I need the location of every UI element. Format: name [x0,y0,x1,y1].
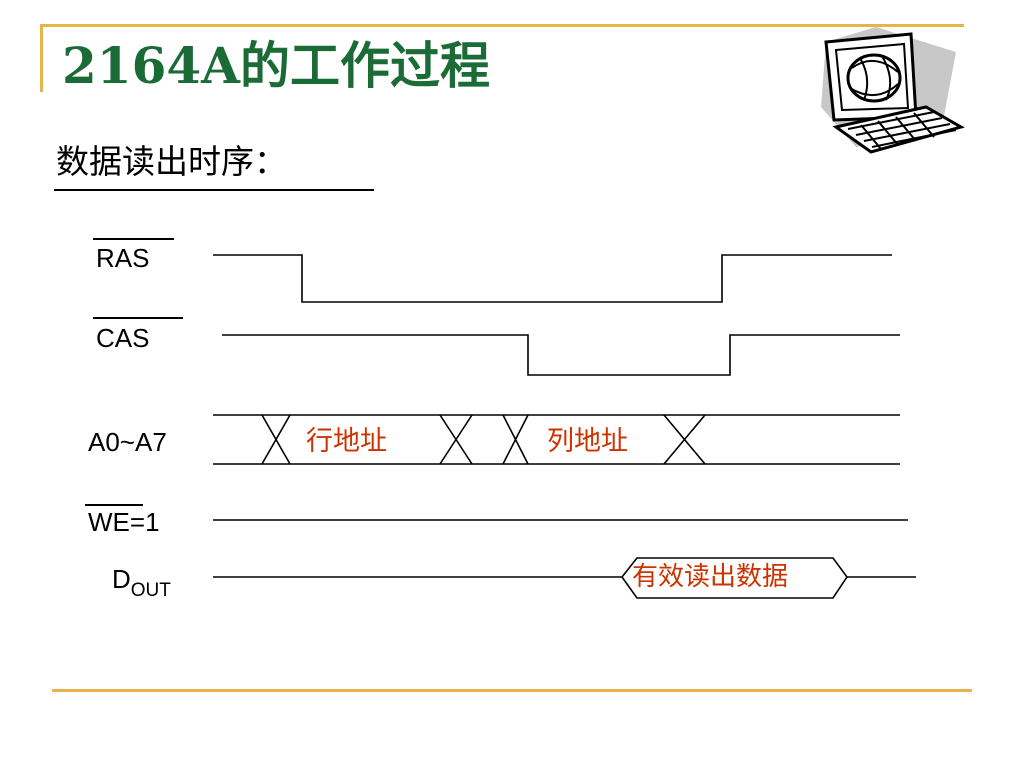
frame-bottom-line [52,689,972,692]
signal-cas-label: CAS [96,323,150,353]
dout-valid-box [620,557,848,599]
dout-subscript-text: OUT [130,580,171,601]
signal-dout-label: DOUT [112,564,171,600]
addr-transition-4 [663,414,706,465]
ras-waveform [213,254,892,303]
slide-subtitle: 数据读出时序： [56,142,287,181]
subtitle-underline [54,189,374,191]
we-overbar [85,504,143,506]
addr-transition-1 [261,414,291,465]
addr-transition-3 [502,414,529,465]
ras-overbar [93,238,174,240]
frame-left-line [40,24,43,92]
signal-we-label: WE=1 [88,507,160,537]
cas-overbar [93,317,183,319]
signal-addr-label: A0~A7 [88,427,167,457]
computer-clipart-icon [821,27,965,154]
row-address-label: 行地址 [306,426,387,457]
valid-data-label: 有效读出数据 [632,562,789,592]
col-address-label: 列地址 [547,426,628,457]
cas-waveform [222,334,900,376]
signal-ras-label: RAS [96,243,150,273]
frame-top-line [40,24,964,27]
slide-title: 2164A的工作过程 [62,36,490,95]
addr-transition-2 [439,414,473,465]
dout-main-text: D [112,564,131,594]
